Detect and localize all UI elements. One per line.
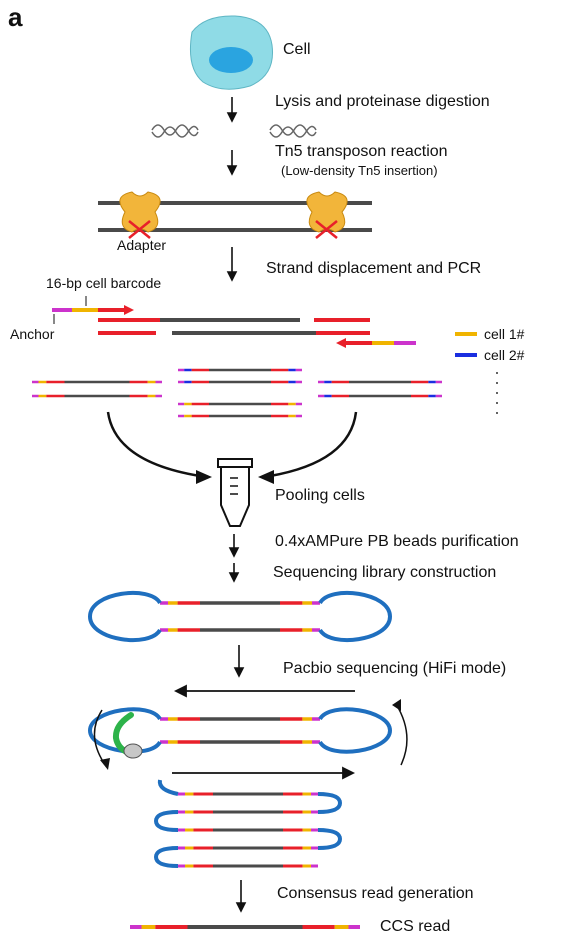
tn5-sublabel: (Low-density Tn5 insertion) <box>281 163 438 178</box>
polymerase-direction-arrows <box>172 684 356 780</box>
hairpin-right <box>318 707 393 754</box>
smrtbell-sequencing <box>87 707 393 754</box>
library-step-label: Sequencing library construction <box>273 564 497 581</box>
hairpin-left <box>153 846 179 868</box>
adapter-label: Adapter <box>117 237 167 253</box>
legend <box>455 332 498 414</box>
subreads-serpentine <box>153 779 343 868</box>
barcode-pointer <box>53 296 87 324</box>
tube-icon <box>217 458 253 527</box>
barcode-label: 16-bp cell barcode <box>46 275 162 291</box>
smrtbell-library <box>87 590 393 643</box>
flow-arrows <box>226 97 247 913</box>
hairpin-left <box>87 590 162 643</box>
cell-icon <box>189 15 274 90</box>
lysis-step-label: Lysis and proteinase digestion <box>275 93 490 110</box>
tn5-step-label: Tn5 transposon reaction <box>275 143 448 160</box>
ccs-read-label: CCS read <box>380 918 451 935</box>
strand-step-label: Strand displacement and PCR <box>266 260 482 277</box>
pacbio-step-label: Pacbio sequencing (HiFi mode) <box>283 660 507 677</box>
tn5-transposome-icon <box>306 191 348 239</box>
hairpin-right <box>318 590 393 643</box>
legend-cell1-label: cell 1# <box>484 326 525 342</box>
pooling-step-label: Pooling cells <box>275 487 365 504</box>
hairpin-right <box>317 828 343 850</box>
tn5-transposome-icon <box>119 191 161 239</box>
hairpin-right <box>317 792 343 814</box>
polymerase-icon <box>112 712 143 759</box>
consensus-step-label: Consensus read generation <box>277 885 474 902</box>
anchor-label: Anchor <box>10 326 55 342</box>
legend-cell2-label: cell 2# <box>484 347 525 363</box>
pcr-construct <box>52 305 416 348</box>
ampure-step-label: 0.4xAMPure PB beads purification <box>275 533 519 550</box>
hairpin-tail <box>157 779 179 796</box>
rotation-arrows <box>93 703 408 766</box>
cell-label: Cell <box>283 41 311 58</box>
dna-fragment-icon <box>151 124 317 138</box>
panel-label: a <box>8 2 23 32</box>
pooling-arrows <box>106 411 358 478</box>
hairpin-left <box>153 810 179 832</box>
amplicon-groups <box>32 368 442 418</box>
